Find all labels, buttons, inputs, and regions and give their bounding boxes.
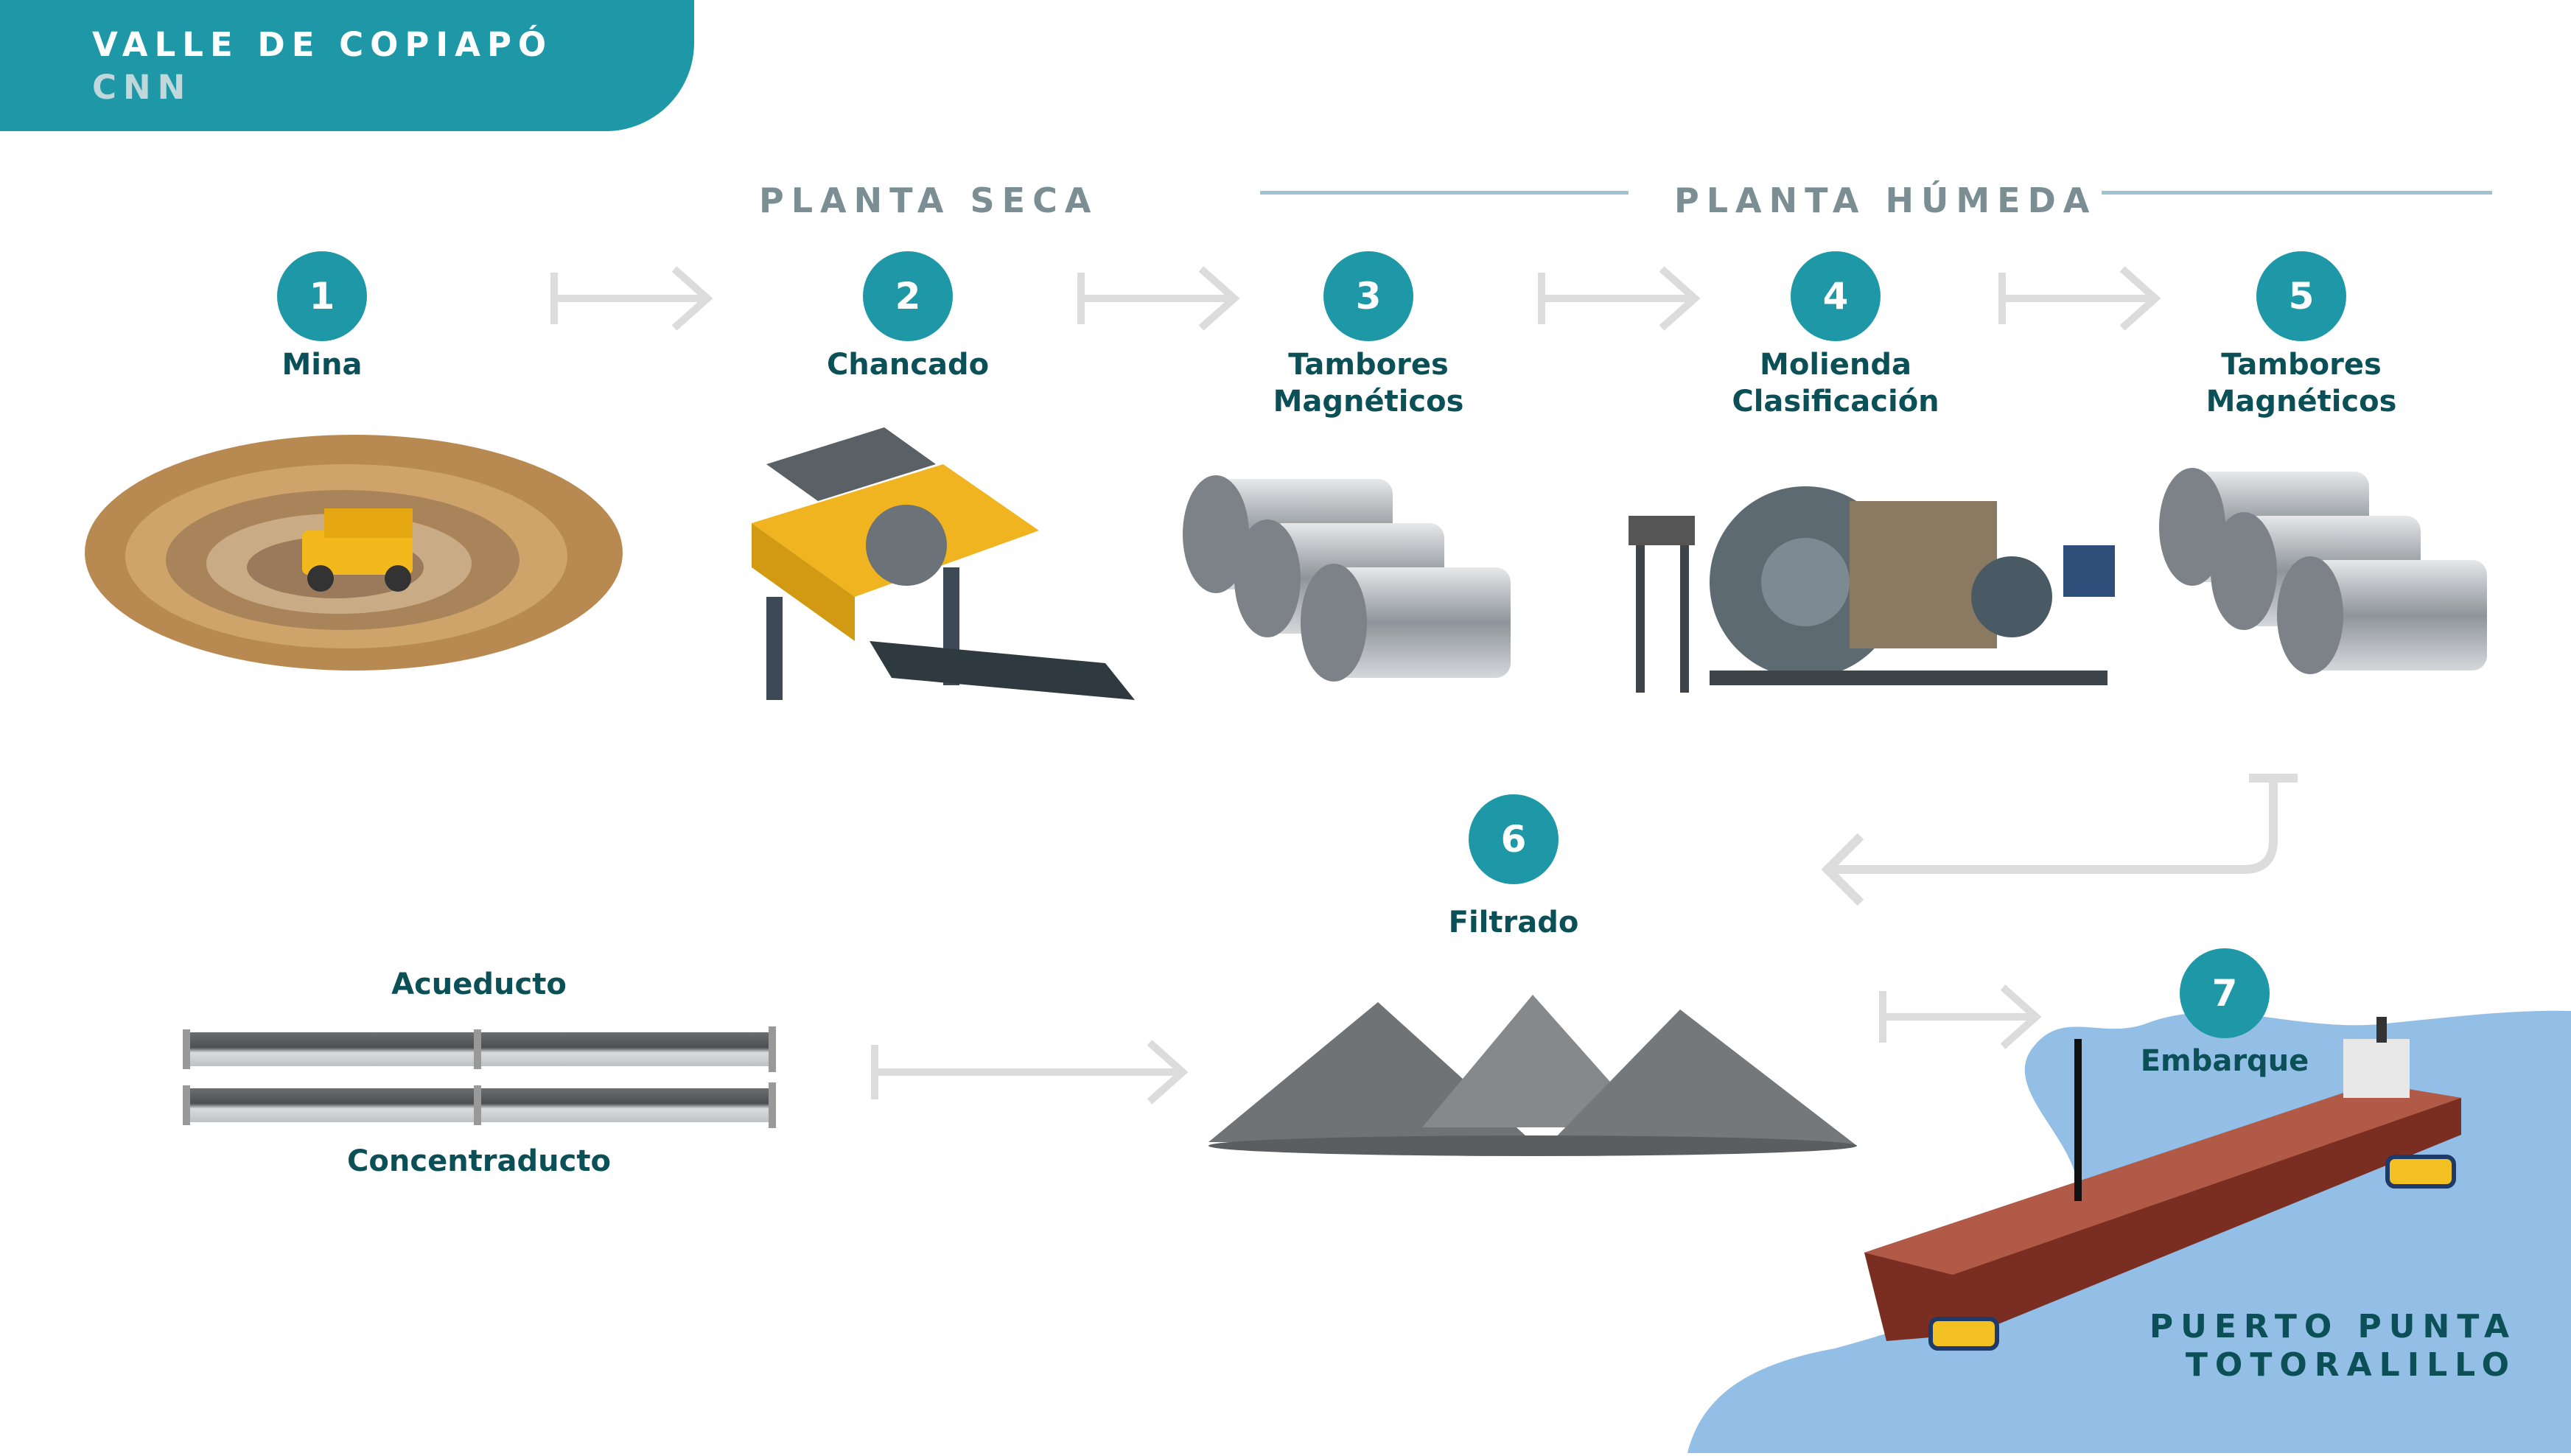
step-3-label-line2: Magnéticos [1273, 385, 1464, 419]
bulk-carrier-ship-icon [1857, 1017, 2469, 1388]
step-3-badge: 3 [1323, 251, 1413, 341]
header-subtitle: CNN [92, 68, 192, 107]
pipeline-label-top: Acueducto [391, 967, 567, 1001]
step-5-badge: 5 [2256, 251, 2346, 341]
step-4-label-line2: Clasificación [1732, 385, 1939, 419]
flow-arrow-5-6 [1820, 774, 2321, 906]
header-title: VALLE DE COPIAPÓ [92, 25, 553, 64]
step-3-label: Tambores Magnéticos [1214, 346, 1523, 420]
step-1-badge: 1 [277, 251, 367, 341]
step-2-badge: 2 [863, 251, 953, 341]
step-2-label: Chancado [826, 348, 990, 382]
step-5-label-line1: Tambores [2221, 348, 2382, 382]
section-divider-left [1260, 191, 1629, 195]
step-1-label: Mina [281, 348, 363, 382]
section-label-wet: PLANTA HÚMEDA [1674, 181, 2097, 220]
flow-arrow-4-5 [1997, 265, 2166, 332]
section-divider-right [2102, 191, 2492, 195]
step-4-badge: 4 [1791, 251, 1881, 341]
flow-arrow-3-4 [1536, 265, 1706, 332]
flow-arrow-2-3 [1076, 265, 1245, 332]
grinding-mill-icon [1614, 472, 2122, 703]
port-label: PUERTO PUNTA TOTORALILLO [2115, 1308, 2516, 1385]
crusher-icon [722, 420, 1135, 732]
flow-arrow-pipeline-6 [870, 1039, 1194, 1105]
magnetic-drums-icon [1172, 472, 1533, 718]
magnetic-drums-icon [2148, 464, 2509, 710]
open-pit-mine-icon [81, 420, 626, 681]
port-label-line1: PUERTO PUNTA [2149, 1308, 2516, 1345]
concentrate-piles-icon [1208, 987, 1857, 1175]
flow-arrow-1-2 [549, 265, 718, 332]
step-3-label-line1: Tambores [1288, 348, 1449, 382]
step-5-label: Tambores Magnéticos [2147, 346, 2456, 420]
flow-arrow-6-7 [1878, 984, 2047, 1050]
step-4-label-line1: Molienda [1760, 348, 1911, 382]
step-4-label: Molienda Clasificación [1681, 346, 1990, 420]
port-label-line2: TOTORALILLO [2185, 1346, 2516, 1384]
header-banner [0, 0, 694, 131]
step-5-label-line2: Magnéticos [2206, 385, 2397, 419]
pipeline-label-bottom: Concentraducto [347, 1144, 611, 1178]
step-7-label: Embarque [2140, 1044, 2309, 1078]
step-7-badge: 7 [2180, 948, 2270, 1038]
section-label-dry: PLANTA SECA [759, 181, 1099, 220]
aqueduct-pipe-icon [183, 1026, 780, 1133]
step-6-badge: 6 [1469, 794, 1559, 884]
step-6-label: Filtrado [1448, 906, 1579, 939]
